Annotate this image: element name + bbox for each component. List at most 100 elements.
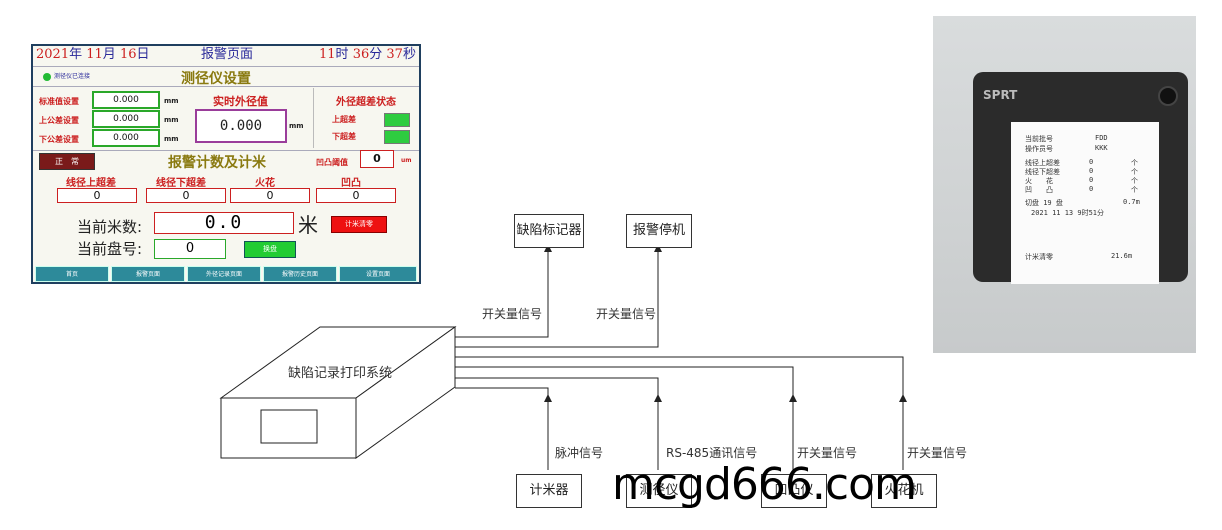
receipt-row: 火 花 [1025, 177, 1053, 185]
receipt-row-value: 0 [1089, 158, 1094, 166]
lower-over-indicator [384, 130, 410, 144]
hour: 11 [319, 47, 336, 62]
counter-lower: 0 [146, 188, 226, 203]
status-dot-icon [43, 72, 51, 81]
nav-settings[interactable]: 设置页面 [339, 266, 417, 282]
receipt-row-unit: 个 [1131, 168, 1138, 176]
realtime-value: 0.000 [195, 109, 287, 143]
printer-button-icon [1158, 86, 1178, 106]
receipt-row-unit: 个 [1131, 159, 1138, 167]
line-to-stop [455, 244, 662, 348]
bump-threshold-label: 凹凸阈值 [316, 158, 348, 167]
section-title: 测径仪设置 [181, 71, 251, 87]
connection-status: 测径仪已连接 [43, 71, 90, 81]
counter-bump: 0 [316, 188, 396, 203]
bump-detector-box: 凹凸仪 [761, 474, 827, 508]
nav-diameter-record[interactable]: 外径记录页面 [187, 266, 261, 282]
upper-over-label: 上超差 [332, 115, 356, 124]
printer-brand: SPRT [983, 88, 1018, 102]
nav-alarm-history[interactable]: 报警历史页面 [263, 266, 337, 282]
divider [33, 150, 419, 151]
meter-clear-button[interactable]: 计米清零 [331, 216, 387, 233]
setting-label-lower: 下公差设置 [39, 135, 79, 144]
spark-tester-box: 火花机 [871, 474, 937, 508]
counter-spark: 0 [230, 188, 310, 203]
main-system-box-shape [219, 326, 457, 459]
normal-status-button[interactable]: 正 常 [39, 153, 95, 170]
connection-status-text: 测径仪已连接 [54, 73, 91, 80]
counter-label-bump: 凹凸 [341, 178, 361, 189]
main-system-label: 缺陷记录打印系统 [288, 366, 393, 381]
receipt-reel-line: 切盘 19 盘 [1025, 199, 1063, 207]
alarm-stop-box: 报警停机 [626, 214, 692, 248]
unit-mm: mm [164, 135, 179, 143]
year: 2021 [36, 47, 70, 62]
lower-tolerance-input[interactable]: 0.000 [92, 129, 160, 147]
receipt-row: 线径下超差 [1025, 168, 1060, 176]
second-unit: 秒 [402, 47, 416, 62]
hmi-header: 2021年 11月 16日 报警页面 11时 36分 37秒 [33, 46, 419, 67]
day-unit: 日 [136, 47, 150, 62]
meter-value: 0.0 [154, 212, 294, 234]
reel-value: 0 [154, 239, 226, 259]
bottom-signal-label-3: 开关量信号 [797, 446, 858, 460]
defect-marker-box: 缺陷标记器 [514, 214, 584, 248]
over-status-panel: 外径超差状态 上超差 下超差 [313, 88, 418, 148]
setting-label-upper: 上公差设置 [39, 116, 79, 125]
receipt-batch-value: FDD [1095, 134, 1108, 142]
upper-over-indicator [384, 113, 410, 127]
bump-threshold-unit: um [401, 157, 412, 164]
realtime-unit: mm [289, 122, 304, 130]
hour-unit: 时 [335, 47, 349, 62]
receipt-batch-label: 当前批号 [1025, 135, 1053, 143]
receipt-row: 线径上超差 [1025, 159, 1060, 167]
alarm-title: 报警计数及计米 [168, 155, 266, 171]
minute: 36 [352, 47, 370, 62]
receipt-footer-left: 计米清零 [1025, 253, 1053, 261]
upper-tolerance-input[interactable]: 0.000 [92, 110, 160, 128]
lower-over-label: 下超差 [332, 132, 356, 141]
line-from-meter [455, 387, 549, 470]
meter-counter-box: 计米器 [516, 474, 582, 508]
counter-label-spark: 火花 [255, 178, 275, 189]
counter-label-upper: 线径上超差 [66, 178, 116, 189]
line-to-marker [455, 244, 552, 338]
realtime-label: 实时外径值 [213, 95, 268, 108]
bottom-signal-label-2: RS-485通讯信号 [666, 446, 758, 460]
minute-unit: 分 [369, 47, 383, 62]
reel-label: 当前盘号: [77, 240, 143, 258]
nav-home[interactable]: 首页 [35, 266, 109, 282]
unit-mm: mm [164, 97, 179, 105]
receipt-row-unit: 个 [1131, 186, 1138, 194]
month: 11 [86, 47, 103, 62]
receipt-row-unit: 个 [1131, 177, 1138, 185]
receipt-operator-value: KKK [1095, 144, 1108, 152]
receipt-operator-label: 操作员号 [1025, 145, 1053, 153]
top-signal-label-1: 开关量信号 [482, 307, 543, 321]
divider [33, 86, 419, 87]
diameter-gauge-box: 测径仪 [626, 474, 692, 508]
nav-alarm-page[interactable]: 报警页面 [111, 266, 185, 282]
receipt-datetime: 2021 11 13 9时51分 [1031, 209, 1105, 217]
receipt-row-value: 0 [1089, 176, 1094, 184]
bump-threshold-input[interactable]: 0 [360, 150, 394, 168]
receipt-paper: 当前批号 FDD 操作员号 KKK 线径上超差 0 个 线径下超差 0 个 火 … [1011, 122, 1159, 284]
change-reel-button[interactable]: 换盘 [244, 241, 296, 258]
counter-upper: 0 [57, 188, 137, 203]
bottom-signal-label-1: 脉冲信号 [555, 446, 604, 460]
printer-photo: SPRT 当前批号 FDD 操作员号 KKK 线径上超差 0 个 线径下超差 0… [933, 16, 1196, 353]
standard-value-input[interactable]: 0.000 [92, 91, 160, 109]
day: 16 [119, 47, 137, 62]
month-unit: 月 [102, 47, 116, 62]
receipt-meter-value: 0.7m [1123, 198, 1140, 206]
meter-unit: 米 [298, 213, 318, 237]
top-signal-label-2: 开关量信号 [596, 307, 657, 321]
receipt-row: 凹 凸 [1025, 186, 1053, 194]
second: 37 [386, 47, 403, 62]
setting-label-standard: 标准值设置 [39, 97, 79, 106]
counter-label-lower: 线径下超差 [156, 178, 206, 189]
bottom-signal-label-4: 开关量信号 [907, 446, 968, 460]
receipt-footer-right: 21.6m [1111, 252, 1133, 260]
unit-mm: mm [164, 116, 179, 124]
hmi-alarm-page: 2021年 11月 16日 报警页面 11时 36分 37秒 测径仪已连接 测径… [31, 44, 421, 284]
